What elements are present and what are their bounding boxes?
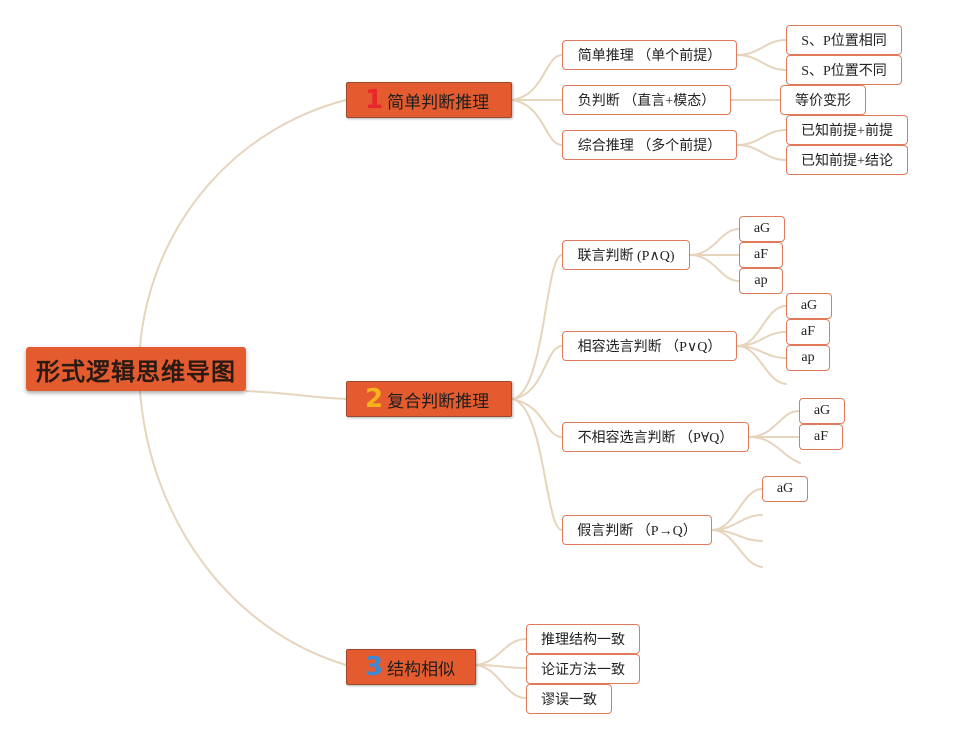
connector-b2-c4-l4 (711, 529, 763, 568)
b2-c4-leaf-1-label: aG (776, 481, 794, 496)
b1-child-2[interactable]: 负判断 （直言+模态） (562, 85, 731, 115)
connector-root-branch-2 (245, 390, 347, 400)
b2-c1-leaf-2-label: aF (754, 247, 768, 262)
connector-b3-c2 (475, 664, 527, 669)
connector-b1-c1-l1 (736, 39, 787, 56)
b2-c2-leaf-1[interactable]: aG (786, 293, 832, 319)
connector-b1-c1 (511, 54, 563, 101)
connector-b1-c3 (511, 99, 563, 146)
b2-c4-leaf-1[interactable]: aG (762, 476, 808, 502)
b1-child-1-label: 简单推理 （单个前提） (577, 49, 722, 64)
b2-c1-leaf-1-label: aG (753, 221, 771, 236)
connector-b2-c4 (511, 398, 563, 531)
b2-child-4-label: 假言判断 （P→Q） (577, 524, 697, 539)
b3-child-1[interactable]: 推理结构一致 (526, 624, 640, 654)
b2-c2-leaf-2-label: aF (801, 324, 815, 339)
b1-c2-leaf-1-label: 等价变形 (795, 94, 851, 109)
b2-child-3[interactable]: 不相容选言判断 （P∀Q） (562, 422, 749, 452)
b3-child-3[interactable]: 谬误一致 (526, 684, 612, 714)
b1-c1-leaf-1[interactable]: S、P位置相同 (786, 25, 902, 55)
branch-1-number: 1 (365, 85, 384, 115)
branch-2-node[interactable]: 2 复合判断推理 (346, 381, 512, 417)
b2-c1-leaf-2[interactable]: aF (739, 242, 783, 268)
b1-c1-leaf-2[interactable]: S、P位置不同 (786, 55, 902, 85)
connector-b1-c3-l2 (736, 144, 787, 161)
connector-b3-c3 (475, 664, 527, 699)
b1-c1-leaf-1-label: S、P位置相同 (801, 34, 887, 49)
branch-3-label: 结构相似 (387, 659, 456, 680)
b3-child-2-label: 论证方法一致 (541, 663, 625, 678)
b2-c1-leaf-1[interactable]: aG (739, 216, 785, 242)
b2-child-1-label: 联言判断 (P∧Q) (577, 249, 675, 264)
b3-child-1-label: 推理结构一致 (541, 633, 625, 648)
b2-child-2-label: 相容选言判断 （P∨Q） (577, 340, 722, 355)
connector-b2-c2-l4 (736, 345, 787, 385)
b1-child-3[interactable]: 综合推理 （多个前提） (562, 130, 737, 160)
b2-child-3-label: 不相容选言判断 （P∀Q） (577, 431, 734, 446)
connector-b2-c1-l3 (689, 254, 740, 282)
connector-root-branch-1 (139, 99, 347, 348)
b2-c2-leaf-2[interactable]: aF (786, 319, 830, 345)
b1-c3-leaf-1-label: 已知前提+前提 (801, 124, 893, 139)
root-label: 形式逻辑思维导图 (36, 357, 236, 386)
b2-c2-leaf-3[interactable]: ap (786, 345, 830, 371)
b2-child-2[interactable]: 相容选言判断 （P∨Q） (562, 331, 737, 361)
b2-c2-leaf-3-label: ap (801, 350, 815, 365)
b1-c2-leaf-1[interactable]: 等价变形 (780, 85, 866, 115)
b3-child-3-label: 谬误一致 (541, 693, 597, 708)
b3-child-2[interactable]: 论证方法一致 (526, 654, 640, 684)
branch-2-label: 复合判断推理 (387, 391, 490, 412)
b2-c2-leaf-1-label: aG (800, 298, 818, 313)
b2-c1-leaf-3[interactable]: ap (739, 268, 783, 294)
b2-c3-leaf-1-label: aG (813, 403, 831, 418)
connector-b2-c1-l1 (689, 228, 740, 256)
connector-b2-c3 (511, 398, 563, 438)
branch-2-number: 2 (365, 384, 384, 414)
b1-child-1[interactable]: 简单推理 （单个前提） (562, 40, 737, 70)
b2-c3-leaf-1[interactable]: aG (799, 398, 845, 424)
connector-root-branch-3 (139, 390, 347, 666)
b1-c3-leaf-2-label: 已知前提+结论 (801, 154, 893, 169)
b1-child-3-label: 综合推理 （多个前提） (577, 139, 722, 154)
branch-3-number: 3 (365, 652, 384, 682)
b2-child-4[interactable]: 假言判断 （P→Q） (562, 515, 712, 545)
connector-b1-c3-l1 (736, 129, 787, 146)
root-node[interactable]: 形式逻辑思维导图 (26, 347, 246, 391)
branch-1-label: 简单判断推理 (387, 92, 490, 113)
b2-c3-leaf-2-label: aF (814, 429, 828, 444)
b2-child-1[interactable]: 联言判断 (P∧Q) (562, 240, 690, 270)
connector-b2-c2 (511, 345, 563, 400)
b2-c3-leaf-2[interactable]: aF (799, 424, 843, 450)
connector-b2-c3-l3 (748, 436, 801, 464)
connector-b1-c1-l2 (736, 54, 787, 71)
branch-1-node[interactable]: 1 简单判断推理 (346, 82, 512, 118)
b1-c3-leaf-2[interactable]: 已知前提+结论 (786, 145, 908, 175)
b2-c1-leaf-3-label: ap (754, 273, 768, 288)
connector-b3-c1 (475, 638, 527, 666)
connector-b2-c1 (511, 254, 563, 400)
b1-child-2-label: 负判断 （直言+模态） (577, 94, 716, 109)
b1-c1-leaf-2-label: S、P位置不同 (801, 64, 887, 79)
connector-b2-c3-l1 (748, 410, 800, 438)
b1-c3-leaf-1[interactable]: 已知前提+前提 (786, 115, 908, 145)
branch-3-node[interactable]: 3 结构相似 (346, 649, 476, 685)
